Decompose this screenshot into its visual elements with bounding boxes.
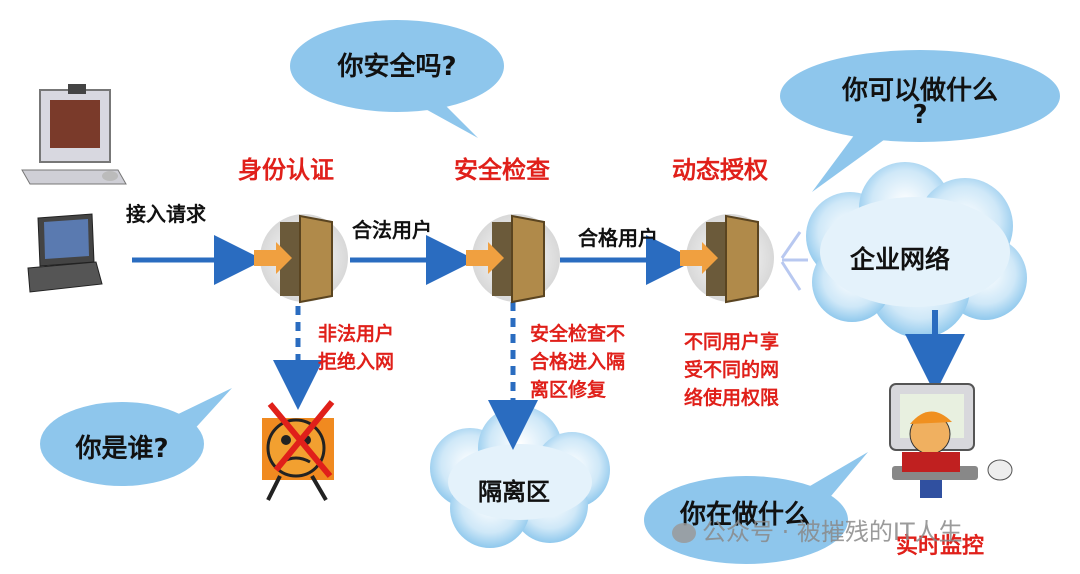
bubble-bottom: [644, 452, 868, 564]
laptop-computer: [27, 213, 103, 293]
stage-identity: 身份认证: [238, 156, 334, 184]
gate-authorization: [680, 214, 774, 304]
note-failed-line3: 离区修复: [530, 379, 607, 401]
bubble-right-text-line2: ?: [912, 100, 928, 130]
stage-authorization: 动态授权: [672, 156, 768, 184]
note-diff-line2: 受不同的网: [684, 359, 780, 381]
gate-security: [466, 214, 560, 304]
bubble-left: [40, 388, 232, 486]
rejected-user-icon: [262, 400, 335, 502]
desktop-computer: [21, 84, 127, 185]
bubble-left-text: 你是谁?: [75, 434, 169, 464]
monitor-operator-icon: [889, 383, 1013, 498]
bubble-top: [290, 20, 504, 138]
gate-identity: [254, 214, 348, 304]
note-diff-line3: 络使用权限: [684, 387, 780, 409]
note-different-users: 不同用户享 受不同的网 络使用权限: [684, 328, 779, 412]
note-illegal: 非法用户 拒绝入网: [318, 320, 394, 376]
wechat-icon: [672, 523, 696, 543]
bubble-right-text-line1: 你可以做什么: [841, 76, 998, 106]
isolation-zone-label: 隔离区: [478, 478, 550, 506]
note-failed-line2: 合格进入隔: [530, 351, 626, 373]
note-failed-check: 安全检查不 合格进入隔 离区修复: [530, 320, 625, 404]
enterprise-cloud: [806, 162, 1027, 338]
label-access-request: 接入请求: [126, 202, 206, 226]
stage-security: 安全检查: [454, 156, 550, 184]
bubble-top-text: 你安全吗?: [337, 52, 457, 82]
watermark-text: 公众号 · 被摧残的IT人生: [702, 518, 963, 546]
label-legal-user: 合法用户: [352, 218, 432, 242]
realtime-monitor-label: 实时监控: [896, 534, 985, 559]
bubble-right: [780, 50, 1060, 192]
label-qualified-user: 合格用户: [578, 226, 658, 250]
bubble-bottom-text: 你在做什么: [679, 500, 810, 530]
note-diff-line1: 不同用户享: [684, 331, 780, 353]
watermark: 公众号 · 被摧残的IT人生: [672, 512, 963, 547]
note-failed-line1: 安全检查不: [530, 323, 626, 345]
fan-arrows: [780, 231, 808, 291]
enterprise-network-label: 企业网络: [850, 245, 951, 274]
note-illegal-line1: 非法用户: [318, 323, 395, 345]
note-illegal-line2: 拒绝入网: [318, 351, 395, 373]
